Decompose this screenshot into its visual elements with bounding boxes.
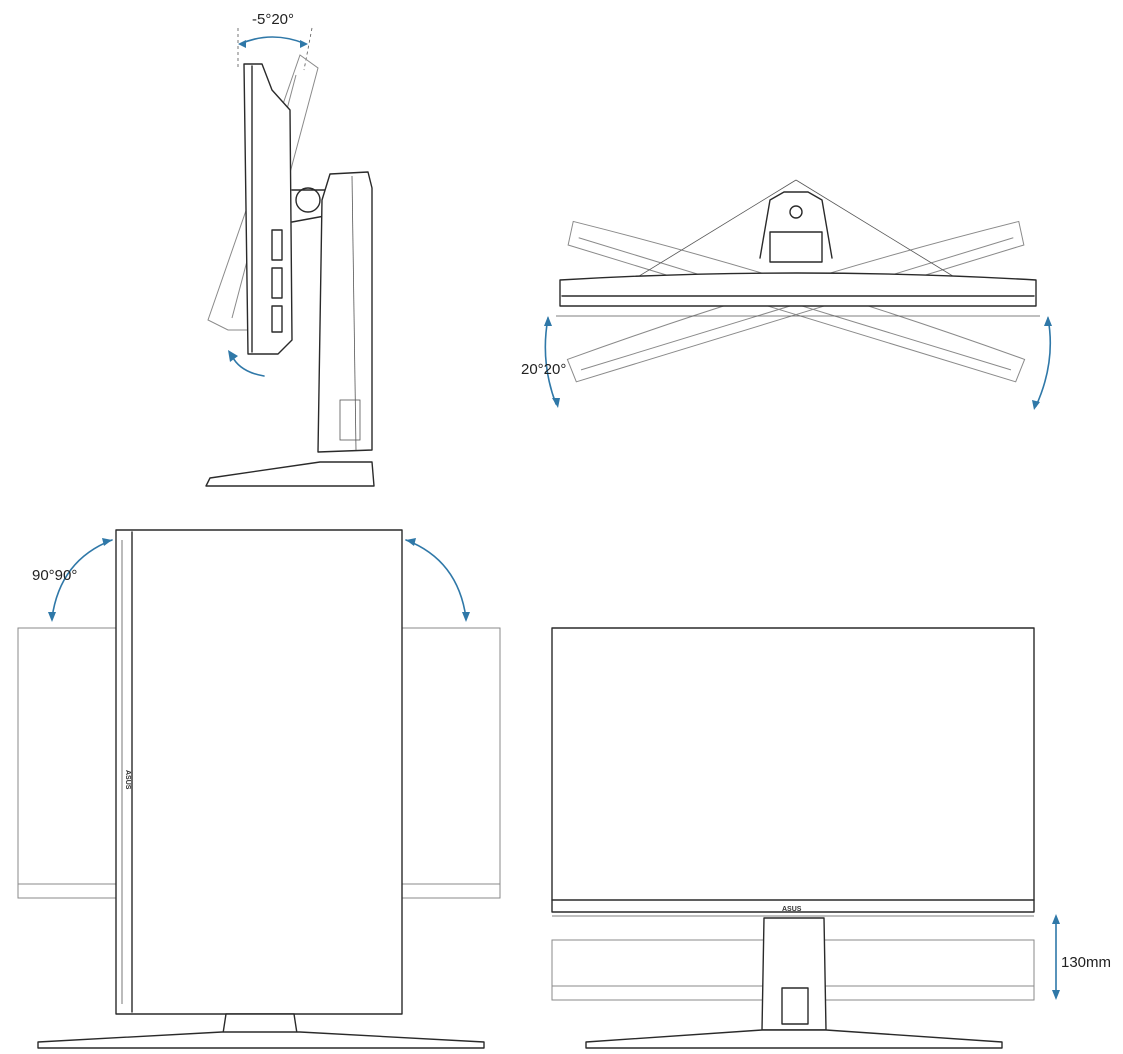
swivel-main-panel — [559, 272, 1037, 307]
swivel-joint — [769, 231, 823, 263]
pivot-portrait-panel — [115, 529, 403, 1015]
tilt-port — [271, 305, 283, 333]
swivel-stand-neck — [759, 191, 833, 259]
tilt-arc-arrow — [239, 36, 307, 45]
pivot-front-view: ASUS 90°90° — [17, 529, 501, 1049]
arrow-head-icon — [1052, 990, 1060, 1000]
tilt-motion-arrow — [231, 355, 265, 377]
pivot-arc-arrow-right — [405, 539, 467, 619]
swivel-knob — [789, 205, 803, 219]
arrow-head-icon — [1052, 914, 1060, 924]
height-column-cutout — [781, 987, 809, 1025]
pivot-logo: ASUS — [124, 770, 131, 790]
tilt-reference-angled — [303, 27, 313, 71]
tilt-stand-column — [317, 171, 373, 453]
tilt-hinge — [295, 187, 321, 213]
pivot-stand-base — [37, 1031, 485, 1049]
height-front-view: ASUS 130mm — [551, 627, 1111, 1049]
arrow-head-icon — [48, 612, 56, 622]
tilt-ghost-panel — [207, 54, 319, 331]
tilt-port — [271, 267, 283, 299]
arrow-head-icon — [406, 538, 416, 546]
swivel-arc-arrow-left — [544, 317, 557, 405]
tilt-panel-side — [243, 63, 293, 355]
height-main-panel — [551, 627, 1035, 913]
tilt-column-cutout — [339, 399, 361, 441]
arrow-head-icon — [552, 398, 560, 408]
tilt-side-view: -5°20° — [205, 11, 375, 487]
swivel-angle-label: 20°20° — [521, 361, 566, 378]
tilt-port — [271, 229, 283, 261]
height-logo: ASUS — [782, 906, 802, 913]
swivel-top-view: 20°20° — [521, 179, 1052, 410]
swivel-arc-arrow-right — [1035, 317, 1052, 407]
arrow-head-icon — [1032, 400, 1040, 410]
tilt-stand-base — [205, 461, 375, 487]
arrow-head-icon — [228, 350, 238, 362]
height-dimension-label: 130mm — [1061, 954, 1111, 971]
tilt-column-edge — [351, 175, 357, 451]
pivot-arc-arrow-left — [51, 539, 113, 619]
height-stand-base — [585, 1029, 1003, 1049]
arrow-head-icon — [238, 40, 246, 48]
arrow-head-icon — [1044, 316, 1052, 326]
tilt-angle-label: -5°20° — [252, 11, 294, 28]
arrow-head-icon — [102, 538, 112, 546]
pivot-angle-label: 90°90° — [32, 567, 77, 584]
arrow-head-icon — [544, 316, 552, 326]
arrow-head-icon — [462, 612, 470, 622]
arrow-head-icon — [300, 40, 308, 48]
